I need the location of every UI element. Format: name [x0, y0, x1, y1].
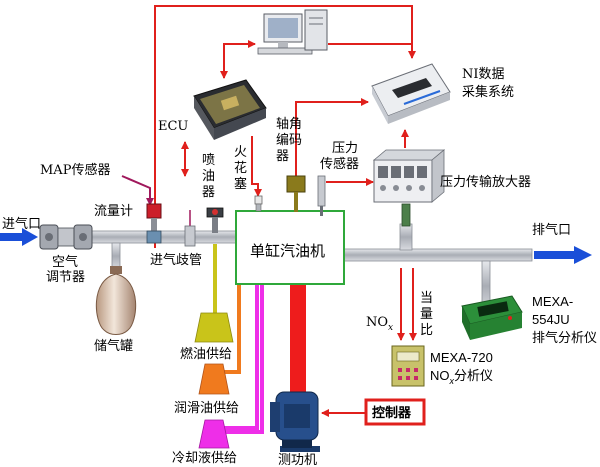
encoder-ni-line	[295, 98, 369, 176]
svg-text:喷: 喷	[202, 153, 215, 168]
air-regulator-label-1: 空气	[52, 254, 78, 270]
coolant-supply-label: 冷却液供给	[172, 451, 237, 466]
dyno-label: 测功机	[278, 453, 317, 467]
svg-text:排气分析仪: 排气分析仪	[532, 330, 597, 346]
controller-label: 控制器	[372, 405, 412, 421]
intake-manifold-label: 进气歧管	[150, 252, 202, 268]
svg-text:量: 量	[420, 307, 433, 322]
svg-text:比: 比	[420, 323, 433, 338]
svg-text:MEXA-720: MEXA-720	[430, 350, 493, 365]
equivalence-ratio-label: 当 量 比	[420, 291, 433, 338]
svg-text:MEXA-: MEXA-	[532, 294, 573, 309]
engine-label: 单缸汽油机	[250, 242, 325, 260]
spark-label: 火 花 塞	[234, 145, 247, 192]
map-sensor-leader	[121, 175, 154, 206]
intake-arrow	[0, 228, 38, 246]
gas-tank-icon	[95, 266, 137, 335]
pc-ecu-line	[220, 40, 256, 79]
mexa720-label: MEXA-720 NOx分析仪	[430, 350, 493, 386]
intake-label: 进气口	[2, 216, 41, 232]
encoder-icon	[286, 175, 306, 193]
exhaust-probe-icon	[401, 203, 411, 227]
injector-icon	[206, 207, 224, 233]
lube-supply-label: 润滑油供给	[174, 401, 239, 416]
pressure-sensor-icon	[317, 175, 326, 216]
svg-text:采集系统: 采集系统	[462, 84, 514, 100]
amplifier-label: 压力传输放大器	[440, 174, 531, 190]
svg-text:压力: 压力	[332, 141, 358, 156]
ni-daq-label: NI数据 采集系统	[462, 67, 514, 100]
flowmeter-icon	[146, 230, 162, 244]
fuel-line	[213, 244, 217, 314]
svg-text:当: 当	[420, 291, 433, 306]
ecu-module-icon	[193, 79, 267, 140]
daq-module-icon	[371, 63, 451, 124]
injector-label: 喷 油 器	[202, 153, 215, 200]
mexa720-analyzer-icon	[391, 345, 425, 387]
coolant-tank-shape	[198, 419, 230, 449]
lube-line	[222, 254, 241, 374]
map-sensor-stem	[151, 218, 157, 232]
mexa554-label: MEXA- 554JU 排气分析仪	[532, 294, 597, 346]
flowmeter-label: 流量计	[94, 204, 133, 219]
svg-text:花: 花	[234, 160, 247, 176]
coolant-return-line	[222, 254, 264, 434]
svg-text:554JU: 554JU	[532, 312, 570, 327]
svg-text:器: 器	[202, 185, 215, 200]
air-regulator-icon	[39, 224, 93, 250]
ecu-spark-line	[251, 136, 262, 197]
svg-text:油: 油	[202, 169, 215, 184]
amplifier-icon	[372, 149, 446, 203]
svg-text:传感器: 传感器	[320, 156, 359, 172]
mexa554-analyzer-icon	[461, 295, 523, 340]
ecu-label: ECU	[158, 119, 188, 134]
dyno-icon	[270, 391, 320, 452]
spark-plug-icon	[254, 195, 263, 212]
nox-label: NOx	[366, 315, 393, 333]
svg-text:塞: 塞	[234, 176, 247, 192]
fuel-tank-shape	[194, 312, 234, 343]
map-sensor-label: MAP传感器	[40, 162, 110, 178]
tank-label: 储气罐	[94, 338, 133, 354]
pressure-sensor-label: 压力 传感器	[320, 141, 359, 172]
amp-probe-pipe	[399, 223, 413, 251]
lube-tank-shape	[198, 363, 230, 395]
encoder-shaft	[294, 192, 298, 212]
svg-text:NOx分析仪: NOx分析仪	[430, 368, 493, 386]
air-regulator-label-2: 调节器	[46, 270, 85, 285]
ecu-ni-loop-line	[154, 5, 416, 248]
tank-riser	[111, 242, 121, 270]
svg-text:编码: 编码	[276, 133, 302, 148]
svg-text:NOx: NOx	[366, 315, 393, 333]
engine-box	[235, 210, 345, 285]
signal-lines	[154, 5, 417, 417]
svg-text:轴角: 轴角	[276, 117, 302, 132]
dyno-shaft	[290, 281, 306, 405]
controller-box	[364, 398, 426, 426]
map-sensor-icon	[146, 203, 162, 219]
exhaust-arrow	[534, 246, 592, 264]
coolant-line	[222, 254, 259, 430]
pipe-clamp-icon	[184, 225, 196, 247]
fuel-supply-label: 燃油供给	[180, 346, 232, 362]
exhaust-label: 排气口	[532, 222, 571, 238]
svg-text:NI数据: NI数据	[462, 67, 505, 82]
encoder-label: 轴角 编码 器	[276, 117, 302, 164]
svg-text:火: 火	[234, 145, 247, 160]
computer-icon	[257, 9, 328, 55]
exhaust-pipe	[343, 223, 533, 312]
svg-text:器: 器	[276, 149, 289, 164]
